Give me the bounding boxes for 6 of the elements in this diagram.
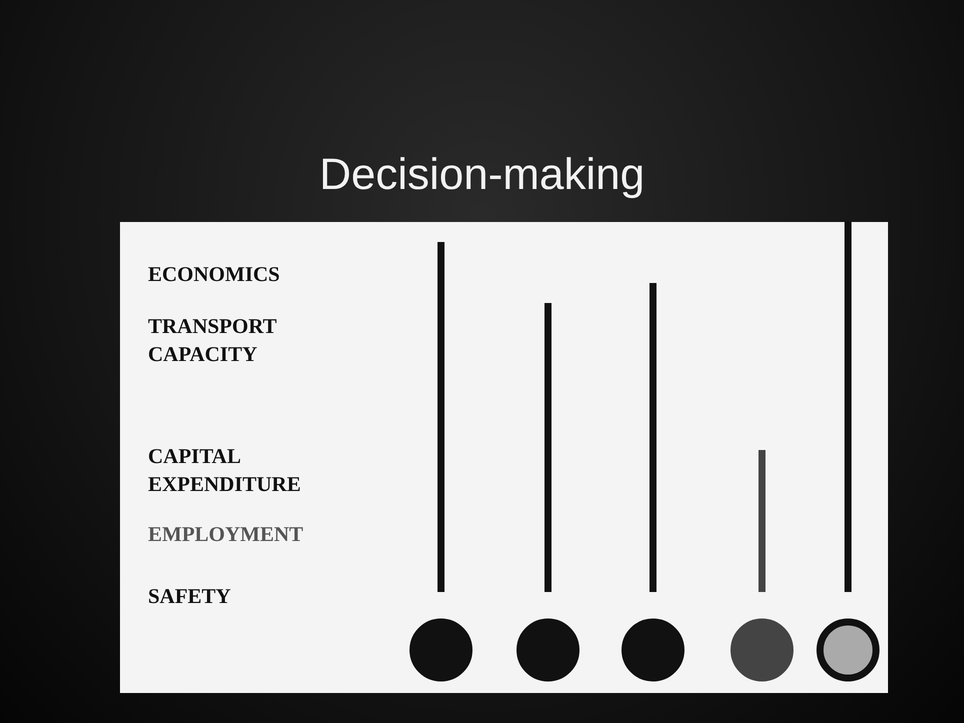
row-label: TRANSPORT CAPACITY (148, 313, 278, 368)
row-label: ECONOMICS (148, 261, 281, 288)
row-label: EMPLOYMENT (148, 521, 304, 548)
slide-title: Decision-making (318, 150, 646, 200)
row-label: CAPITAL EXPENDITURE (148, 443, 302, 498)
row-label: SAFETY (148, 583, 232, 610)
